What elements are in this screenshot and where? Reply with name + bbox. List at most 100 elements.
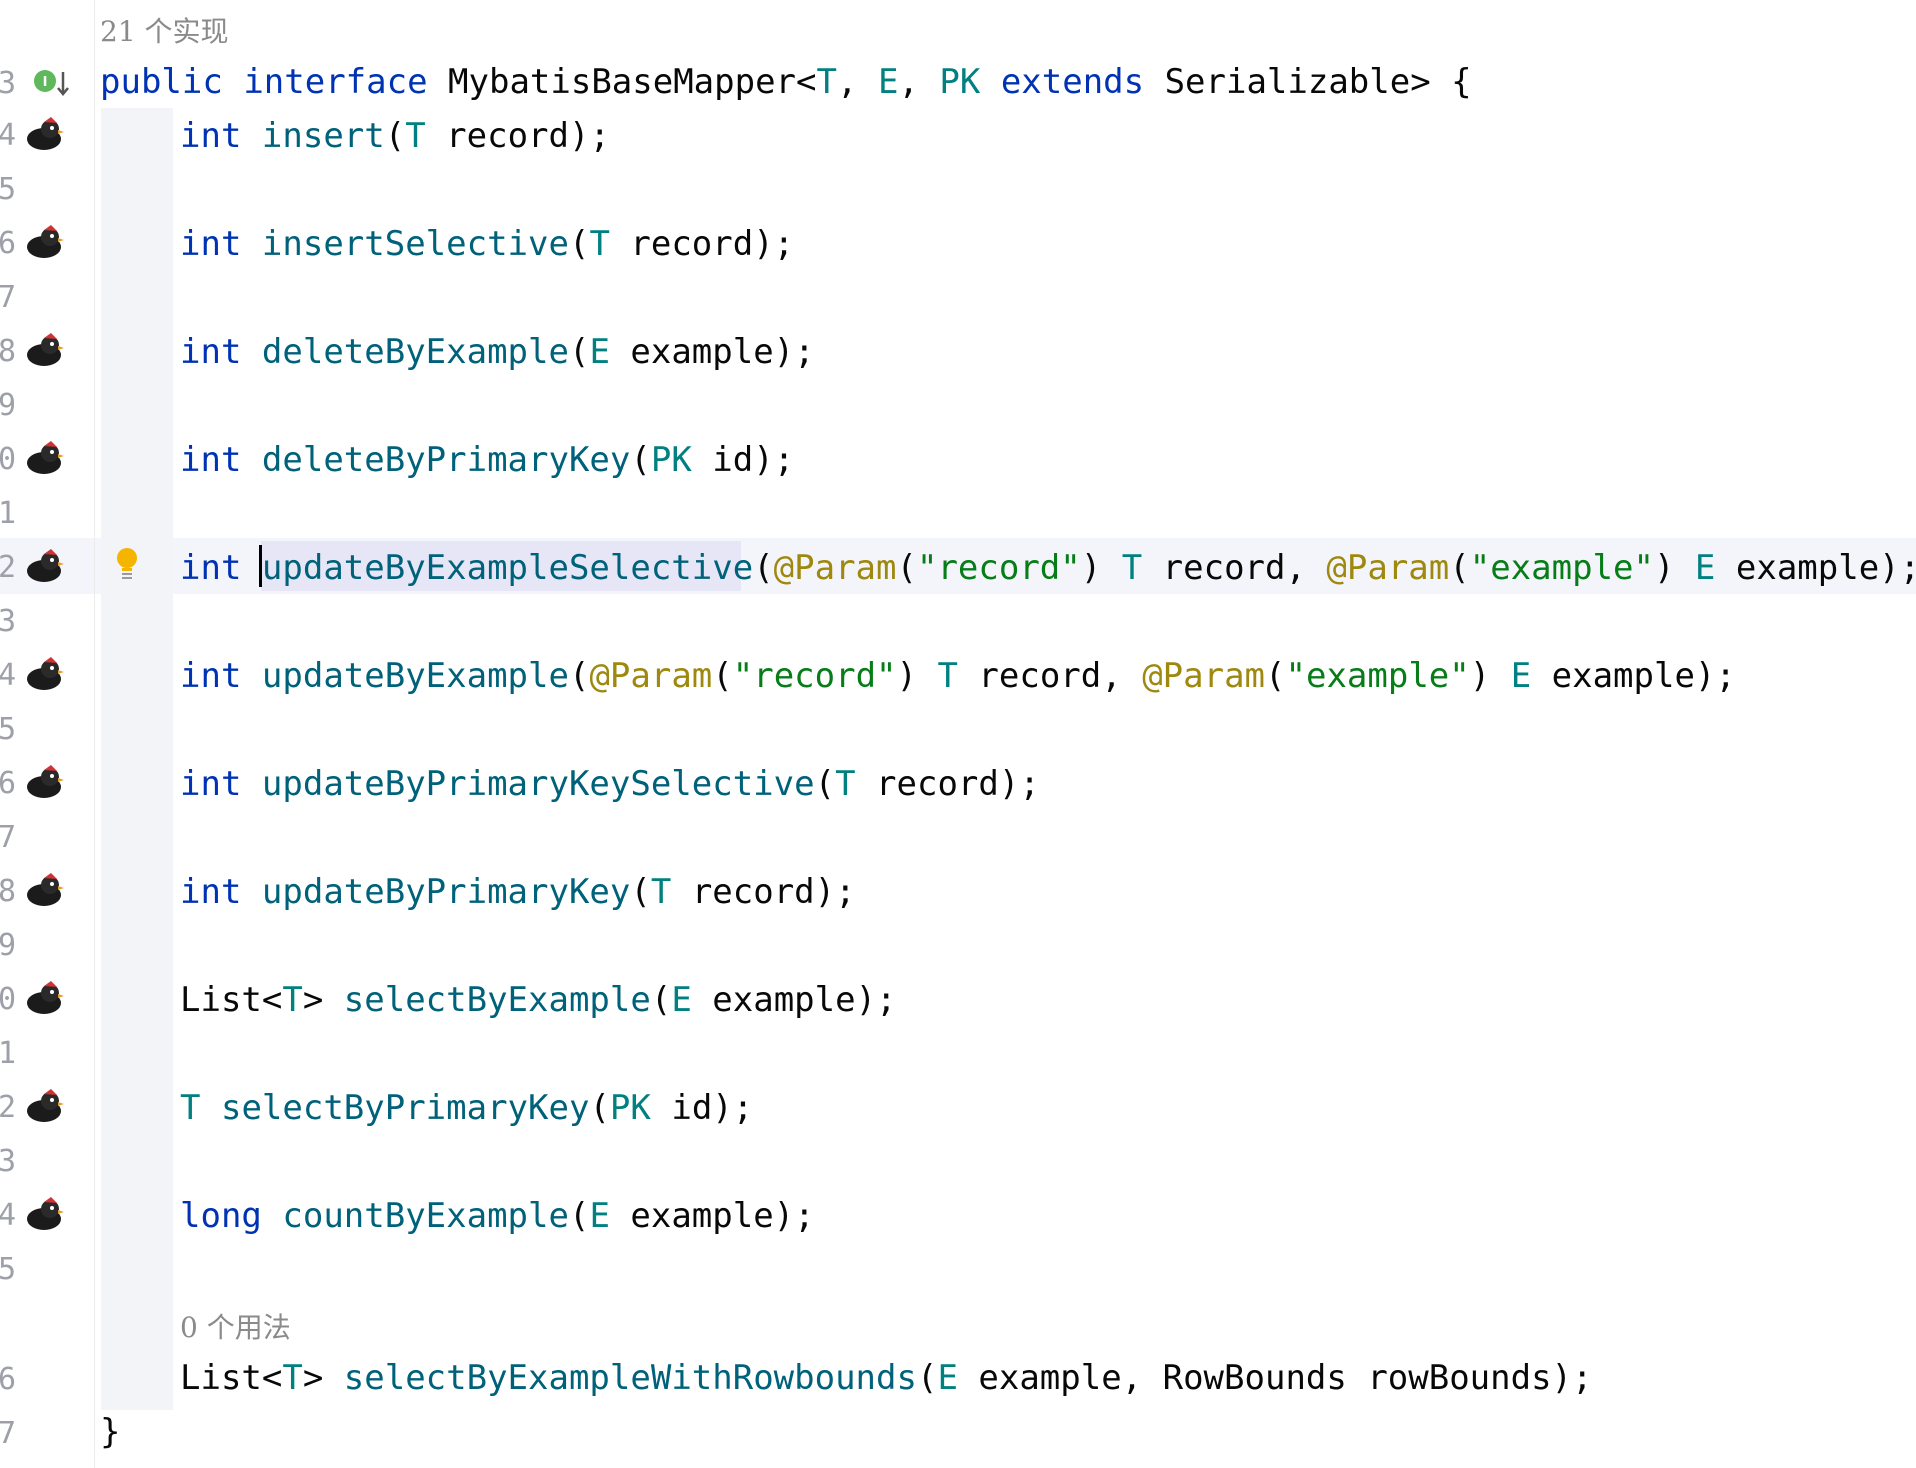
punct: ( <box>384 116 406 156</box>
indent-guide <box>101 108 173 1410</box>
line-number: 3 <box>0 604 16 639</box>
punct: > <box>302 1358 344 1398</box>
code-text: example); <box>1531 656 1736 696</box>
keyword: extends <box>1000 62 1145 102</box>
mybatis-bird-icon[interactable] <box>24 978 64 1018</box>
code-line-update-by-example[interactable]: int updateByExample(@Param("record") T r… <box>180 656 1736 696</box>
code-text: record); <box>425 116 610 156</box>
method-name: updateByPrimaryKey <box>261 872 631 912</box>
annotation: @Param <box>589 656 713 696</box>
line-number: 3 <box>0 66 16 101</box>
code-line-update-by-example-selective[interactable]: int updateByExampleSelective(@Param("rec… <box>180 548 1916 588</box>
punct: ( <box>916 1358 938 1398</box>
line-number: 0 <box>0 442 16 477</box>
line-number: 9 <box>0 928 16 963</box>
code-line-insert[interactable]: int insert(T record); <box>180 116 610 156</box>
return-type: List< <box>180 1358 283 1398</box>
mybatis-bird-icon[interactable] <box>24 546 64 586</box>
code-line-closing-brace[interactable]: } <box>100 1412 120 1452</box>
mybatis-bird-icon[interactable] <box>24 1194 64 1234</box>
line-number: 8 <box>0 874 16 909</box>
method-name: countByExample <box>282 1196 569 1236</box>
punct: ) <box>1080 548 1122 588</box>
mybatis-bird-icon[interactable] <box>24 222 64 262</box>
line-number: 4 <box>0 658 16 693</box>
gutter-separator <box>94 0 95 1468</box>
punct: ( <box>568 332 590 372</box>
punct: ( <box>568 224 590 264</box>
line-number: 7 <box>0 820 16 855</box>
method-name: deleteByExample <box>261 332 569 372</box>
code-text: record, <box>957 656 1143 696</box>
interface-name: MybatisBaseMapper< <box>448 62 817 102</box>
code-line-update-by-primary-key[interactable]: int updateByPrimaryKey(T record); <box>180 872 856 912</box>
usages-hint[interactable]: 0 个用法 <box>180 1311 291 1344</box>
return-type: int <box>180 872 242 912</box>
code-line-update-by-primary-key-selective[interactable]: int updateByPrimaryKeySelective(T record… <box>180 764 1040 804</box>
closing-brace: } <box>100 1412 121 1452</box>
code-line-select-by-primary-key[interactable]: T selectByPrimaryKey(PK id); <box>180 1088 753 1128</box>
return-type: int <box>180 116 242 156</box>
type-param: T <box>937 656 958 696</box>
type-param: E <box>937 1358 958 1398</box>
punct <box>200 1088 220 1128</box>
line-number: 4 <box>0 1198 16 1233</box>
code-text: record, <box>1142 548 1327 588</box>
line-number: 5 <box>0 712 16 747</box>
code-text: Serializable> { <box>1144 62 1472 102</box>
code-line-interface-declaration[interactable]: public interface MybatisBaseMapper<T, E,… <box>100 62 1472 102</box>
interface-implemented-icon[interactable]: I <box>30 62 70 102</box>
code-line-delete-by-primary-key[interactable]: int deleteByPrimaryKey(PK id); <box>180 440 794 480</box>
method-name: selectByExampleWithRowbounds <box>343 1358 917 1398</box>
code-line-insert-selective[interactable]: int insertSelective(T record); <box>180 224 794 264</box>
mybatis-bird-icon[interactable] <box>24 762 64 802</box>
method-name: selectByExample <box>343 980 651 1020</box>
punct: ( <box>1449 548 1470 588</box>
type-param: E <box>1694 548 1716 588</box>
punct: ) <box>1469 656 1511 696</box>
method-name: updateByExampleSelective <box>261 548 754 588</box>
method-name: selectByPrimaryKey <box>220 1088 590 1128</box>
line-number: 6 <box>0 226 16 261</box>
line-number: 3 <box>0 1144 16 1179</box>
code-line-select-by-example[interactable]: List<T> selectByExample(E example); <box>180 980 897 1020</box>
punct: ( <box>753 548 774 588</box>
code-line-delete-by-example[interactable]: int deleteByExample(E example); <box>180 332 815 372</box>
method-name: updateByPrimaryKeySelective <box>261 764 815 804</box>
line-number: 9 <box>0 388 16 423</box>
mybatis-bird-icon[interactable] <box>24 654 64 694</box>
keyword: public <box>100 62 223 102</box>
punct: ( <box>650 980 672 1020</box>
line-number: 8 <box>0 334 16 369</box>
punct: ( <box>1265 656 1286 696</box>
mybatis-bird-icon[interactable] <box>24 1086 64 1126</box>
string-literal: "record" <box>916 548 1081 588</box>
mybatis-bird-icon[interactable] <box>24 114 64 154</box>
line-number: 2 <box>0 1090 16 1125</box>
type-param: E <box>1510 656 1532 696</box>
return-type: int <box>180 440 242 480</box>
return-type: long <box>180 1196 262 1236</box>
code-text: example, RowBounds rowBounds); <box>957 1358 1593 1398</box>
return-type: int <box>180 332 242 372</box>
code-line-count-by-example[interactable]: long countByExample(E example); <box>180 1196 815 1236</box>
line-number: 7 <box>0 280 16 315</box>
implementations-hint[interactable]: 21 个实现 <box>100 15 229 48</box>
code-line-select-by-example-with-rowbounds[interactable]: List<T> selectByExampleWithRowbounds(E e… <box>180 1358 1592 1398</box>
type-param: T <box>1121 548 1143 588</box>
type-param: E <box>589 332 610 372</box>
lightbulb-icon[interactable] <box>114 546 140 580</box>
line-number: 6 <box>0 766 16 801</box>
return-type: T <box>180 1088 201 1128</box>
line-number: 7 <box>0 1416 16 1451</box>
line-number: 4 <box>0 118 16 153</box>
type-param: T <box>282 980 303 1020</box>
mybatis-bird-icon[interactable] <box>24 330 64 370</box>
type-param: T <box>816 62 837 102</box>
punct: ) <box>896 656 938 696</box>
mybatis-bird-icon[interactable] <box>24 870 64 910</box>
type-param: PK <box>650 440 692 480</box>
type-param: E <box>877 62 899 102</box>
mybatis-bird-icon[interactable] <box>24 438 64 478</box>
